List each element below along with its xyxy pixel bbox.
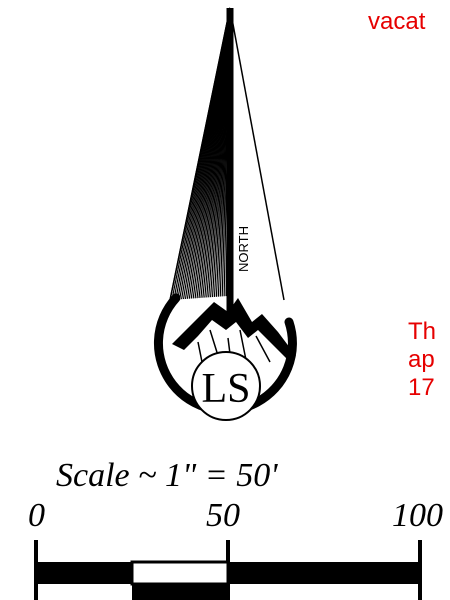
north-arrow-left-edge xyxy=(169,7,231,301)
note-text-top: vacat xyxy=(368,8,426,35)
north-arrow-right-edge xyxy=(229,7,285,301)
logo-inner-circle xyxy=(191,351,261,421)
scale-tick-100: 100 xyxy=(392,497,443,534)
scale-segment-3 xyxy=(132,584,228,600)
scale-segment-2 xyxy=(130,560,230,586)
note-line-2: ap xyxy=(408,346,435,373)
logo-letters: LS xyxy=(201,366,250,412)
note-line-1: Th xyxy=(408,318,437,345)
scale-bar xyxy=(34,540,422,600)
scale-tick-50: 50 xyxy=(206,497,240,534)
scale-segment-4 xyxy=(228,562,420,584)
note-line-3: 17 xyxy=(408,374,435,401)
scale-segment-1 xyxy=(36,562,132,584)
mountain-icon xyxy=(172,298,296,373)
note-text-bottom: Th ap 17 xyxy=(408,318,436,402)
scale-tick-0: 0 xyxy=(28,497,45,534)
north-label: NORTH xyxy=(236,226,251,272)
scale-title: Scale ~ 1" = 50' xyxy=(56,457,278,494)
